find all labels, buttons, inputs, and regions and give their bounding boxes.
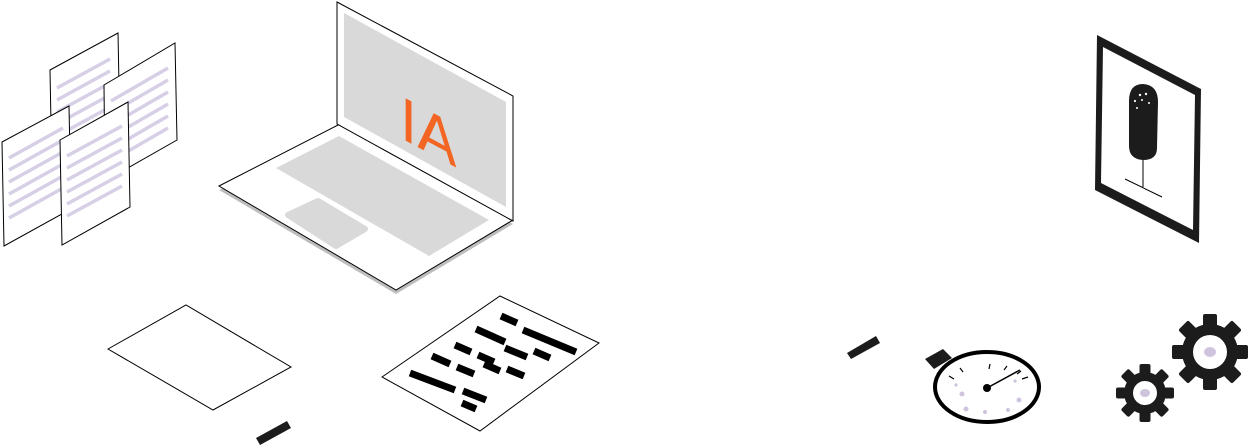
gear-large [1172, 314, 1248, 390]
document-sheet [1, 105, 72, 247]
microphone-body [1129, 84, 1158, 160]
microphone-frame-icon [1095, 35, 1201, 243]
pen-icon [847, 336, 880, 359]
gears-icon [1116, 314, 1248, 422]
document-sheet [59, 101, 131, 246]
laptop-trackpad [285, 198, 368, 249]
pen-icon [256, 421, 291, 445]
blank-sheet-icon [106, 304, 293, 411]
gear-small [1116, 364, 1174, 422]
list-sheet-icon [381, 295, 600, 432]
stopwatch-icon [925, 349, 1041, 424]
laptop-screen [344, 13, 506, 207]
document-stack-icon [1, 32, 178, 247]
laptop-keyboard [276, 136, 489, 256]
stopwatch-button [925, 349, 952, 369]
laptop-icon: IA [217, 1, 515, 294]
